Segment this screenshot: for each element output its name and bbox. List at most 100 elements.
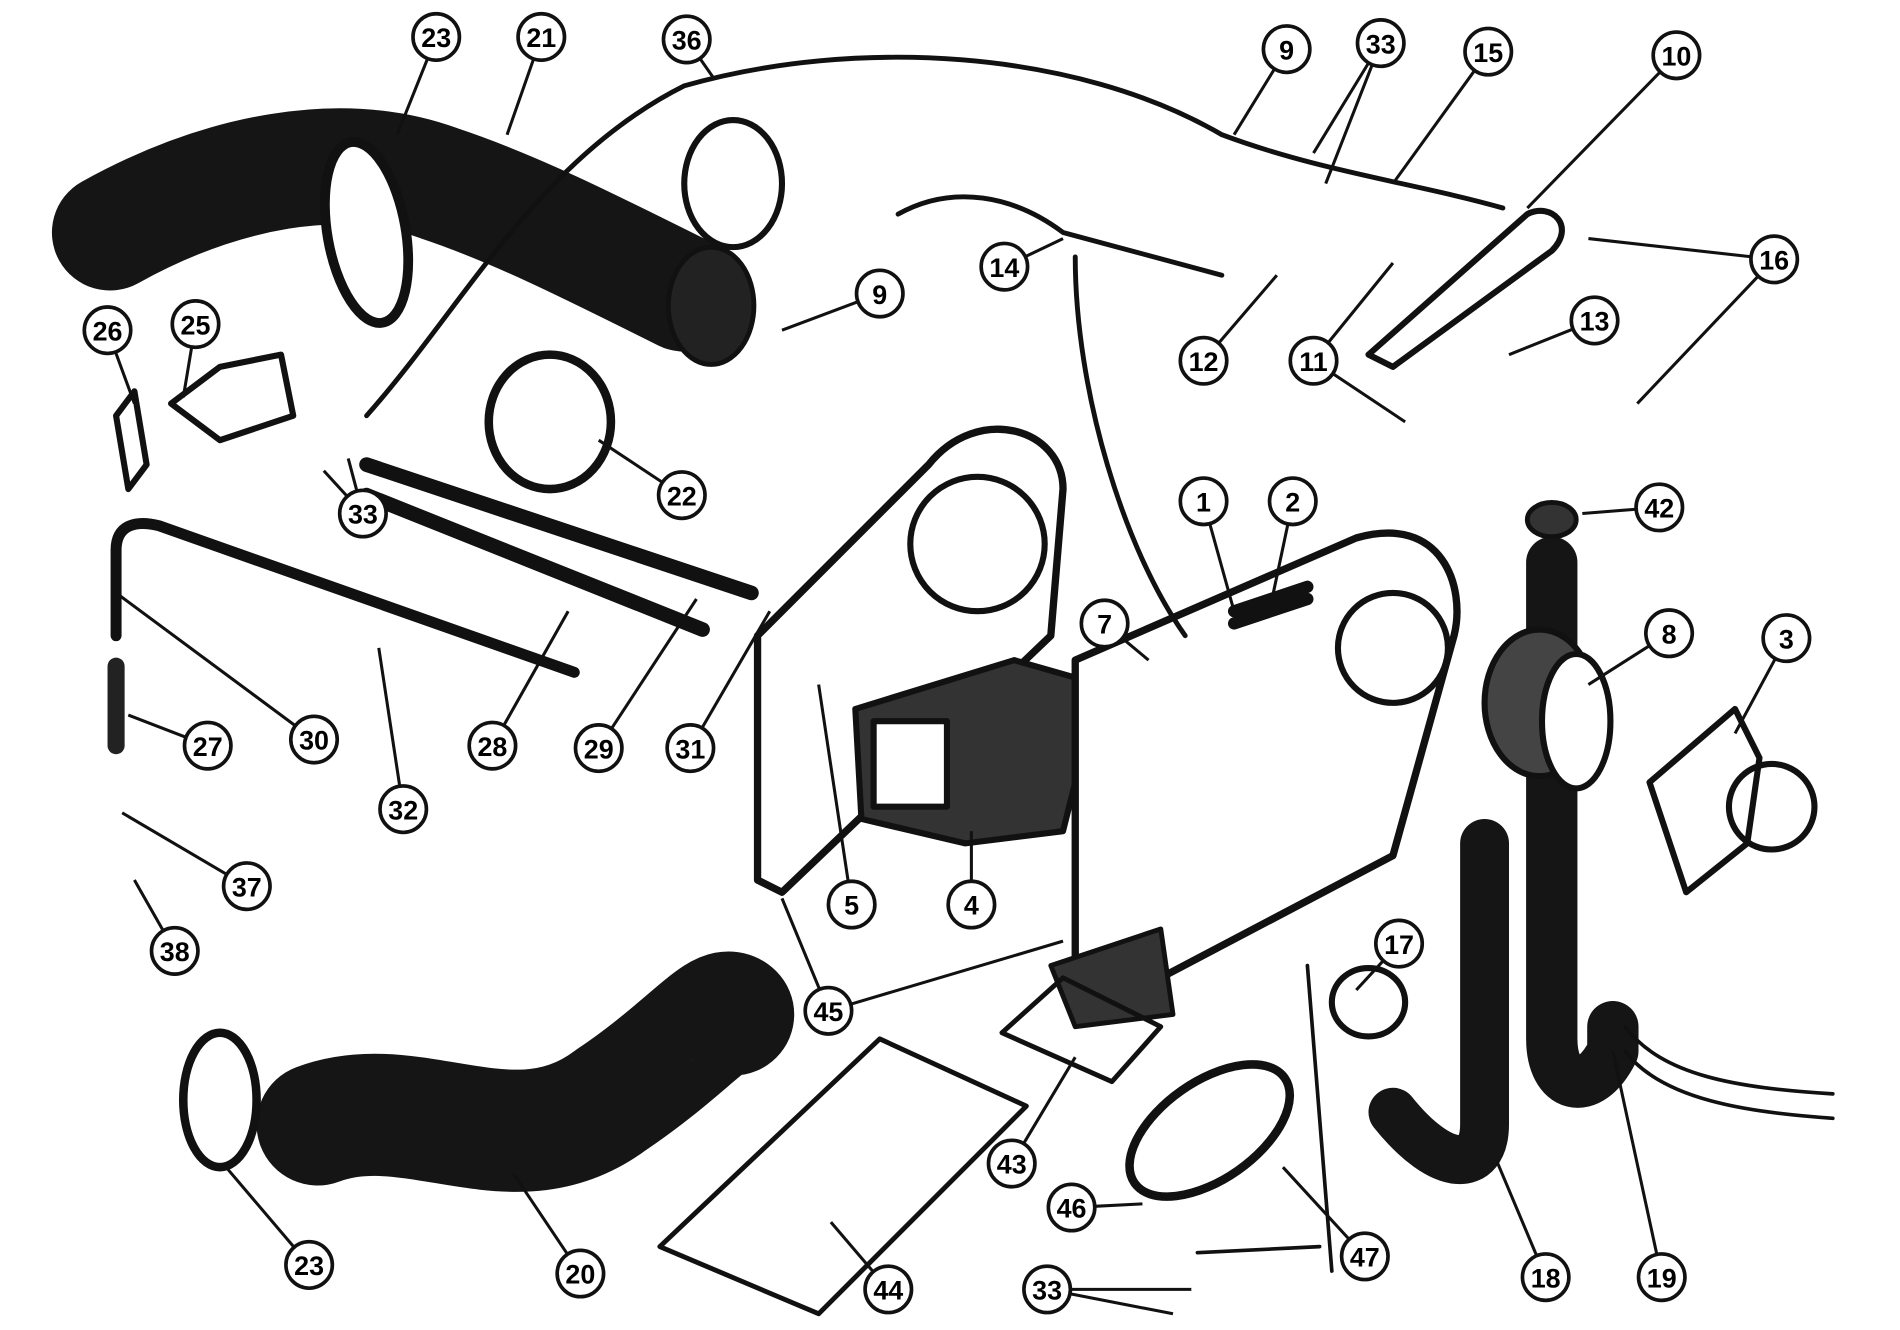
- callout-number: 43: [997, 1150, 1027, 1180]
- callout-number: 44: [873, 1276, 903, 1306]
- callout-circle: [1261, 24, 1312, 75]
- lever-10: [1365, 207, 1565, 370]
- leader-line-5: [817, 684, 850, 882]
- callout-33: 33: [1355, 18, 1406, 69]
- callout-circle: [803, 985, 854, 1036]
- callout-number: 15: [1473, 38, 1503, 68]
- callout-circle: [516, 11, 567, 63]
- callout-circle: [573, 723, 624, 774]
- callout-number: 17: [1384, 930, 1414, 960]
- callout-15: 15: [1463, 26, 1514, 77]
- callout-25: 25: [170, 299, 221, 350]
- callout-42: 42: [1634, 482, 1685, 533]
- heater-fan-opening: [1334, 589, 1451, 706]
- callout-circle: [411, 11, 462, 63]
- leader-line-36: [698, 57, 717, 81]
- leader-line-43: [1022, 1056, 1077, 1145]
- callout-number: 23: [294, 1251, 324, 1281]
- callout-circle: [337, 488, 388, 539]
- callout-circle: [1022, 1264, 1073, 1315]
- knob-42: [1524, 500, 1579, 540]
- callout-3: 3: [1761, 613, 1812, 664]
- callout-12: 12: [1178, 335, 1229, 386]
- callout-number: 7: [1097, 610, 1112, 640]
- plate-43: [999, 975, 1164, 1085]
- leader-line-46: [1094, 1202, 1143, 1208]
- callout-number: 21: [526, 23, 556, 53]
- callout-circle: [1178, 335, 1229, 386]
- callout-circle: [182, 720, 233, 771]
- leader-line-45: [780, 897, 821, 990]
- callout-number: 11: [1299, 347, 1327, 377]
- callout-number: 8: [1662, 619, 1677, 649]
- leader-line-20: [511, 1172, 569, 1256]
- callout-22: 22: [656, 470, 707, 521]
- heater-box: [1071, 529, 1461, 982]
- callout-1: 1: [1178, 476, 1229, 527]
- callout-number: 32: [388, 795, 418, 825]
- leader-line-16: [1636, 275, 1760, 405]
- callout-number: 42: [1644, 494, 1674, 524]
- plate-44: [657, 1036, 1029, 1317]
- gasket-26: [113, 388, 150, 493]
- leader-line-45: [850, 939, 1064, 1006]
- callout-number: 29: [584, 734, 614, 764]
- leader-line-16: [1588, 237, 1752, 259]
- callout-circle: [656, 470, 707, 521]
- callout-circle: [665, 723, 716, 774]
- callout-circle: [1339, 1231, 1390, 1282]
- callout-number: 12: [1189, 347, 1219, 377]
- motor-wires: [1623, 1024, 1835, 1121]
- callout-circle: [1636, 1252, 1687, 1303]
- tube-28: [359, 487, 710, 637]
- leader-line-29: [610, 598, 698, 730]
- callout-circle: [1373, 918, 1425, 969]
- callout-28: 28: [467, 720, 518, 771]
- callout-16: 16: [1749, 234, 1800, 285]
- leader-line-38: [133, 879, 165, 932]
- callout-46: 46: [1046, 1182, 1097, 1233]
- callout-number: 36: [672, 26, 702, 56]
- callout-circle: [863, 1264, 914, 1315]
- callout-number: 31: [675, 734, 705, 764]
- duct-4-grille: [870, 718, 950, 810]
- callout-number: 38: [160, 937, 190, 967]
- callout-number: 9: [1279, 35, 1294, 65]
- leader-line-9: [1232, 68, 1276, 136]
- flap-valve: [681, 116, 786, 251]
- callout-10: 10: [1651, 30, 1702, 81]
- hose-21: [51, 108, 743, 352]
- ring-22: [484, 350, 616, 494]
- backplate-hole: [907, 473, 1048, 615]
- callout-circle: [288, 714, 340, 765]
- leader-line-1: [1208, 523, 1236, 612]
- callout-number: 33: [1366, 29, 1396, 59]
- motor-3: [1646, 705, 1763, 896]
- callout-circle: [1267, 476, 1318, 527]
- leader-line-7: [1121, 637, 1150, 662]
- callout-circle: [1520, 1252, 1571, 1303]
- leader-line-12: [1217, 274, 1279, 345]
- callout-circle: [1178, 476, 1229, 527]
- callout-circle: [1761, 613, 1812, 664]
- motor-3-body: [1725, 760, 1818, 853]
- callout-number: 9: [872, 280, 887, 310]
- callout-number: 2: [1285, 487, 1300, 517]
- callout-circle: [1644, 608, 1695, 659]
- callout-circle: [378, 784, 429, 835]
- callout-7: 7: [1079, 598, 1130, 649]
- callout-number: 10: [1661, 42, 1691, 72]
- callout-14: 14: [979, 241, 1030, 292]
- leader-line-2: [1269, 523, 1290, 606]
- callout-number: 14: [989, 253, 1019, 283]
- leader-line-18: [1495, 1160, 1539, 1257]
- callout-circle: [1651, 30, 1702, 81]
- callout-13: 13: [1569, 295, 1620, 346]
- callout-number: 25: [181, 310, 211, 340]
- cable-36: [364, 54, 1506, 419]
- leader-line-33: [1324, 64, 1374, 185]
- callout-number: 13: [1580, 307, 1610, 337]
- callout-number: 28: [477, 732, 507, 762]
- callout-circle: [82, 305, 133, 356]
